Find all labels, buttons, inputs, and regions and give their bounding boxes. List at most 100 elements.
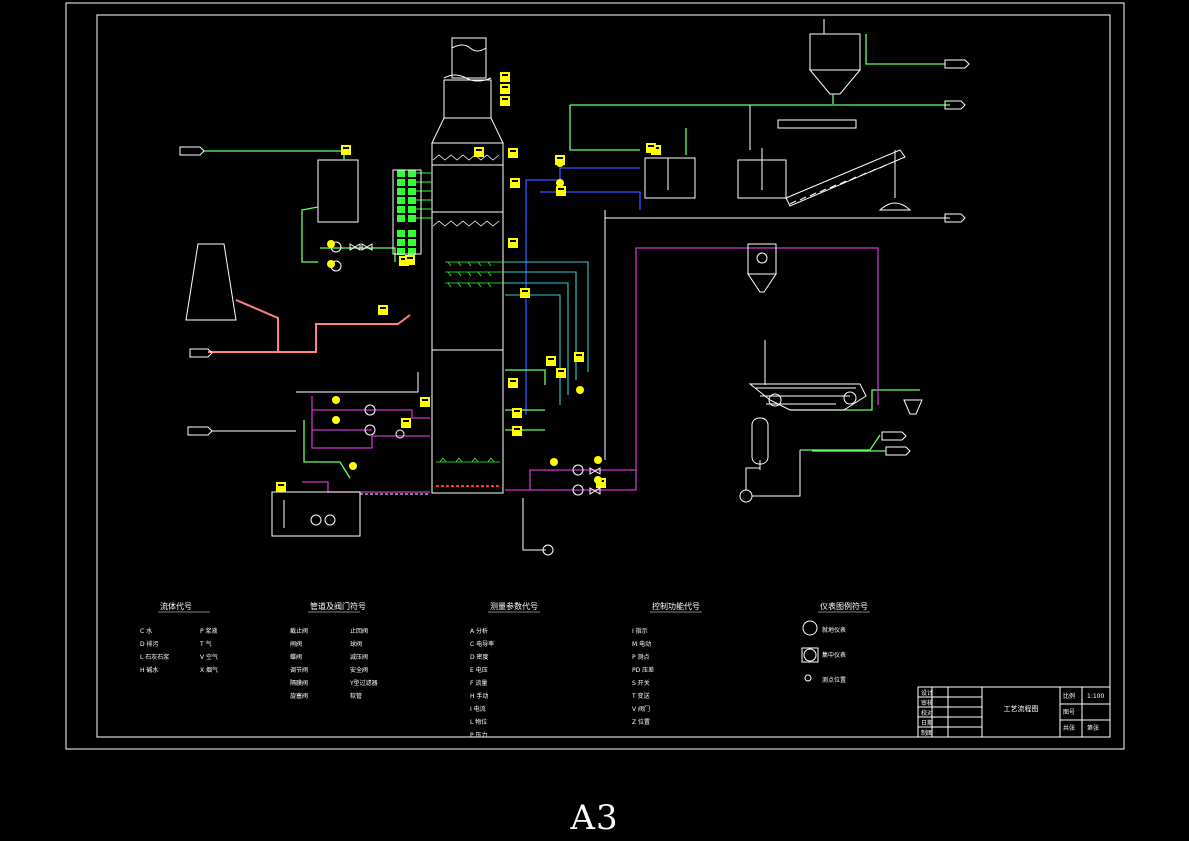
legend-item: V 空气 [200,653,218,661]
wash-valve [408,239,416,246]
instrument-tag-box [520,288,530,298]
legend-item: H 碱水 [140,666,158,674]
instrument-tag-mark [407,257,413,259]
wash-valve [408,230,416,237]
absorber-tower [431,37,504,494]
gypsum-output [903,399,923,415]
slurry-drain-line [296,372,419,393]
legend-item: 减压阀 [350,653,368,661]
instrument-tag-box [500,96,510,106]
instrument-bubble [594,456,602,464]
legend-item: M 电动 [632,640,651,648]
instrument-tag-box [399,256,409,266]
wash-valve [397,179,405,186]
process-water-lines [204,150,396,479]
legend-item: L 石灰石浆 [140,653,169,661]
instrument-tag-mark [548,358,554,360]
instrument-tag-box [474,147,484,157]
instrument-tag-box [556,186,566,196]
demister-upper [432,154,500,227]
instrument-tag-box [341,145,351,155]
legend-heading: 测量参数代号 [490,601,538,611]
accident-tank [271,491,361,537]
bottom-drain [522,498,554,556]
left-circ-pumps [364,404,405,439]
instrument-bubble [327,240,335,248]
legend-item: 调节阀 [290,666,308,674]
title-right-value: 1:100 [1087,693,1104,700]
legend-item: 安全阀 [350,666,368,674]
title-row-label: 审核 [921,699,933,707]
legend-heading: 仪表图例符号 [820,601,868,611]
instrument-tag-box [405,255,415,265]
instrument-tag-mark [502,86,508,88]
drawing-title: 工艺流程图 [1004,704,1039,713]
title-block [917,686,1111,738]
legend-heading: 流体代号 [160,601,192,611]
instrument-tag-mark [512,180,518,182]
blue-slurry-line [525,167,641,415]
instrument-tag-mark [558,370,564,372]
instrument-tag-box [556,368,566,378]
instrument-tag-box [512,408,522,418]
instrument-tag-box [508,378,518,388]
instrument-tag-mark [343,147,349,149]
limestone-silo [808,19,862,95]
chimney [185,243,237,321]
legend-item: P 浆液 [200,627,218,635]
belt-feeder [749,105,857,150]
title-right-label: 比例 [1063,692,1075,700]
silo-top-line [832,34,945,104]
instrument-tag-mark [510,380,516,382]
wash-valve [408,215,416,222]
instrument-legend-symbols [801,620,819,682]
legend-item: Z 位置 [632,718,650,726]
demister-wash-valves [392,169,432,255]
instrument-tag-mark [502,74,508,76]
legend-item: I 指示 [632,627,648,635]
instrument-tag-box [500,84,510,94]
wash-valve [408,179,416,186]
instrument-tag-box [508,238,518,248]
spray-layers [445,261,505,288]
instrument-tag-mark [514,410,520,412]
legend-item: V 阀门 [632,705,650,713]
instrument-tag-box [546,356,556,366]
legend-item: PD 压差 [632,666,654,674]
title-right-value: 第张 [1087,724,1099,732]
title-right-label: 共张 [1063,724,1075,732]
instrument-tag-mark [510,240,516,242]
wash-valve [408,188,416,195]
wash-valve [408,170,416,177]
legend-item: 测点位置 [822,676,846,684]
instrument-tag-box [378,305,388,315]
instrument-bubble [332,396,340,404]
instrument-tag-mark [522,290,528,292]
instrument-tag-mark [278,484,284,486]
instrument-tag-mark [476,149,482,151]
filtrate-receiver [739,417,801,503]
legend-item: E 电压 [470,666,488,674]
instrument-tag-mark [422,399,428,401]
legend-item: 软管 [350,692,362,700]
wash-valve [397,215,405,222]
legend-item: D 密度 [470,653,489,661]
legend-item: H 手动 [470,692,488,700]
magenta-loop-right [505,247,879,491]
legend-item: 就地仪表 [822,626,846,634]
instrument-tags [276,72,661,492]
instrument-bubble [556,159,564,167]
sheet-size-label: A3 [570,798,619,838]
instrument-tag-box [510,178,520,188]
instrument-tag-mark [558,188,564,190]
instrument-tag-mark [648,145,654,147]
slurry-tanks-top [644,148,787,199]
legend-item: X 烟气 [200,666,218,674]
legend-item: 隔膜阀 [290,679,308,687]
legend-heading: 管道及阀门符号 [310,601,366,611]
instrument-tag-box [508,148,518,158]
terminal-tags [179,59,970,456]
legend-item: 止回阀 [350,627,368,635]
